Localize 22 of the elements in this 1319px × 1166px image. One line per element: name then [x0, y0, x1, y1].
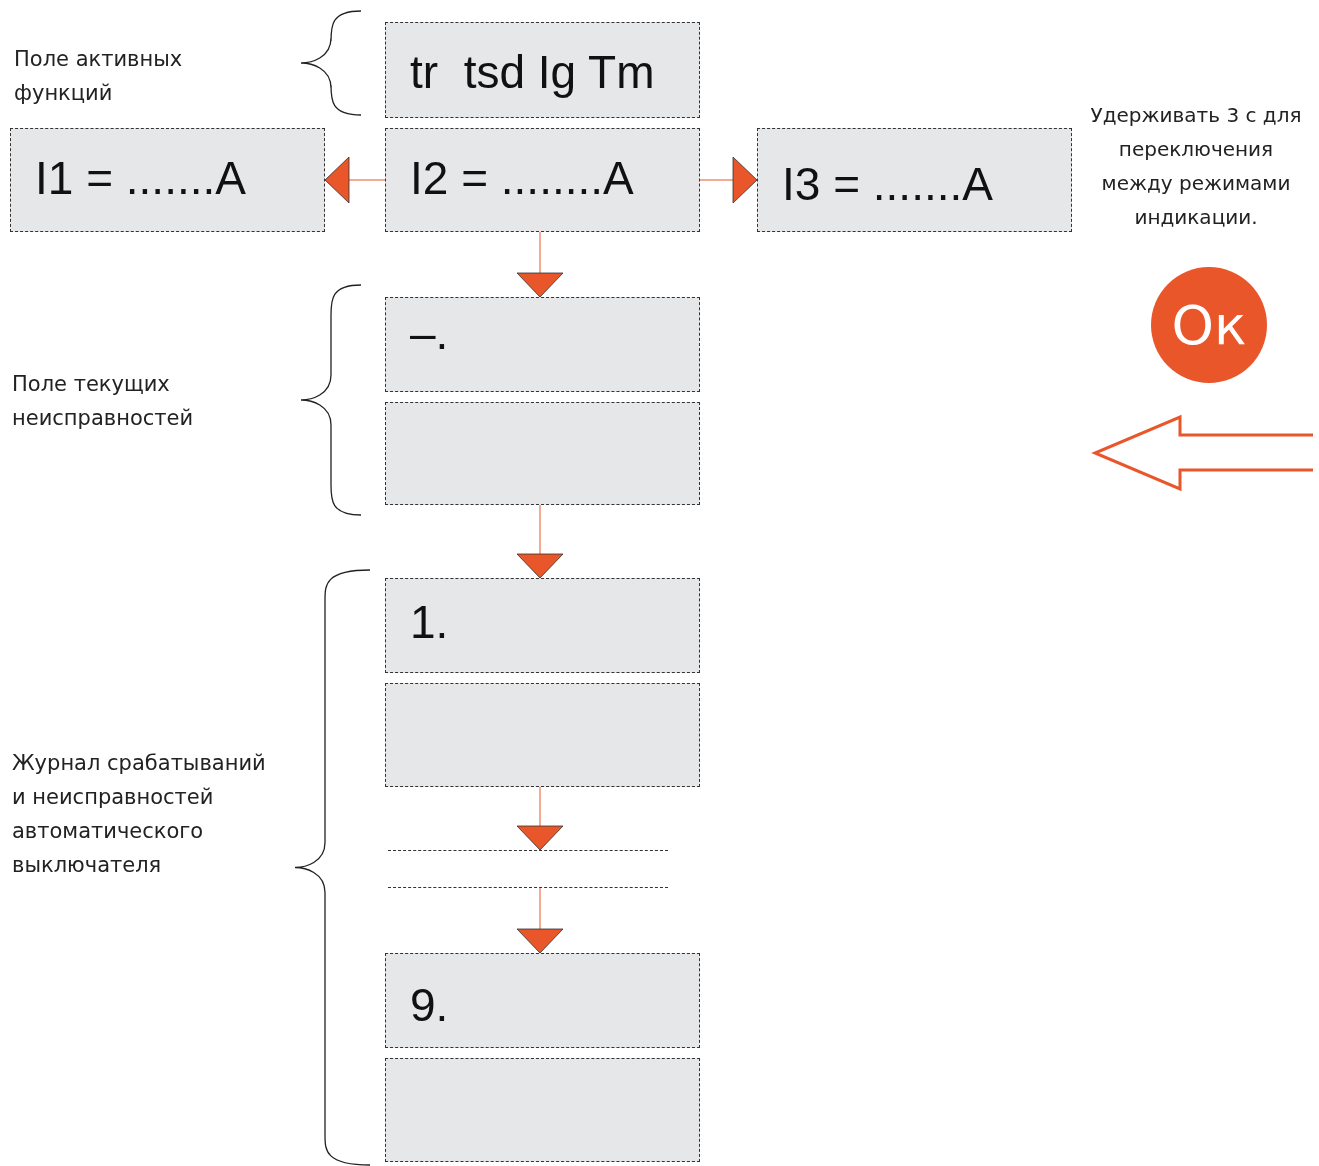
arrow: [516, 786, 564, 851]
field-caption: Поле активных функций: [14, 46, 184, 107]
field-caption: Удерживать 3 с для переключения между режимами индикации.: [1089, 102, 1303, 231]
display-field: tr tsd Ig Tm: [385, 22, 700, 118]
ok-button: Ок: [1151, 267, 1267, 383]
display-field: [385, 1058, 700, 1162]
field-caption: Журнал срабатываний и неисправностей автоматического выключателя: [12, 750, 267, 879]
arrow: [516, 887, 564, 954]
display-field: 1.: [385, 578, 700, 673]
display-field: [385, 683, 700, 787]
display-field: I1 = .......A: [10, 128, 325, 232]
display-field: [385, 402, 700, 505]
arrow: [516, 504, 564, 579]
field-caption: Поле текущих неисправностей: [12, 371, 195, 432]
arrow: [699, 156, 758, 204]
placeholder-band: [388, 850, 668, 888]
display-field: –.: [385, 297, 700, 392]
display-field: 9.: [385, 953, 700, 1048]
display-field: I2 = ........A: [385, 128, 700, 232]
arrow: [324, 156, 386, 204]
display-field: I3 = .......A: [757, 128, 1072, 232]
arrow: [516, 231, 564, 298]
